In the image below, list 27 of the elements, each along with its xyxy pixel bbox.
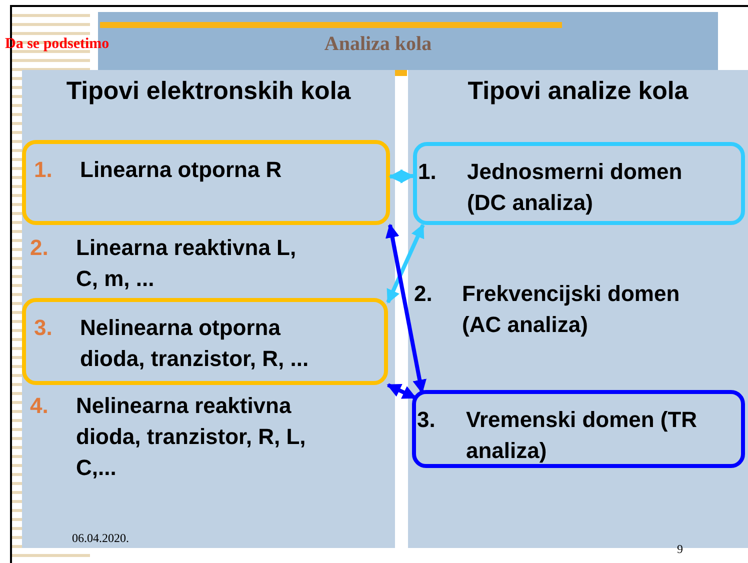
item-number: 4.	[30, 392, 48, 420]
panel-heading: Tipovi analize kola	[466, 76, 690, 106]
item-text: Nelinearna reaktivna dioda, tranzistor, R, L, C,...	[76, 392, 307, 482]
list-item-box	[22, 140, 390, 225]
list-item-box	[412, 390, 745, 468]
page-number: 9	[677, 542, 683, 557]
item-text: Linearna otporna R	[80, 156, 283, 184]
item-text: Vremenski domen (TR analiza)	[466, 406, 698, 465]
panel-heading: Tipovi elektronskih kola	[65, 76, 352, 106]
double-arrow	[388, 169, 414, 184]
item-text: Frekvencijski domen (AC analiza)	[462, 280, 681, 339]
item-number: 1.	[34, 156, 52, 184]
list-item-box	[413, 142, 745, 225]
item-text: Jednosmerni domen (DC analiza)	[467, 158, 684, 217]
list-item-box	[22, 298, 388, 385]
double-arrow	[386, 383, 417, 400]
item-number: 2.	[30, 234, 48, 262]
item-number: 2.	[414, 280, 432, 308]
item-text: Nelinearna otporna dioda, tranzistor, R, ...	[80, 314, 310, 373]
double-arrow	[386, 224, 425, 304]
item-number: 3.	[34, 314, 52, 342]
panel	[22, 70, 395, 548]
date-text: 06.04.2020.	[72, 531, 129, 546]
item-number: 1.	[418, 158, 436, 186]
item-text: Linearna reaktivna L, C, m, ...	[76, 234, 298, 293]
double-arrow	[386, 224, 426, 394]
item-number: 3.	[417, 406, 436, 434]
